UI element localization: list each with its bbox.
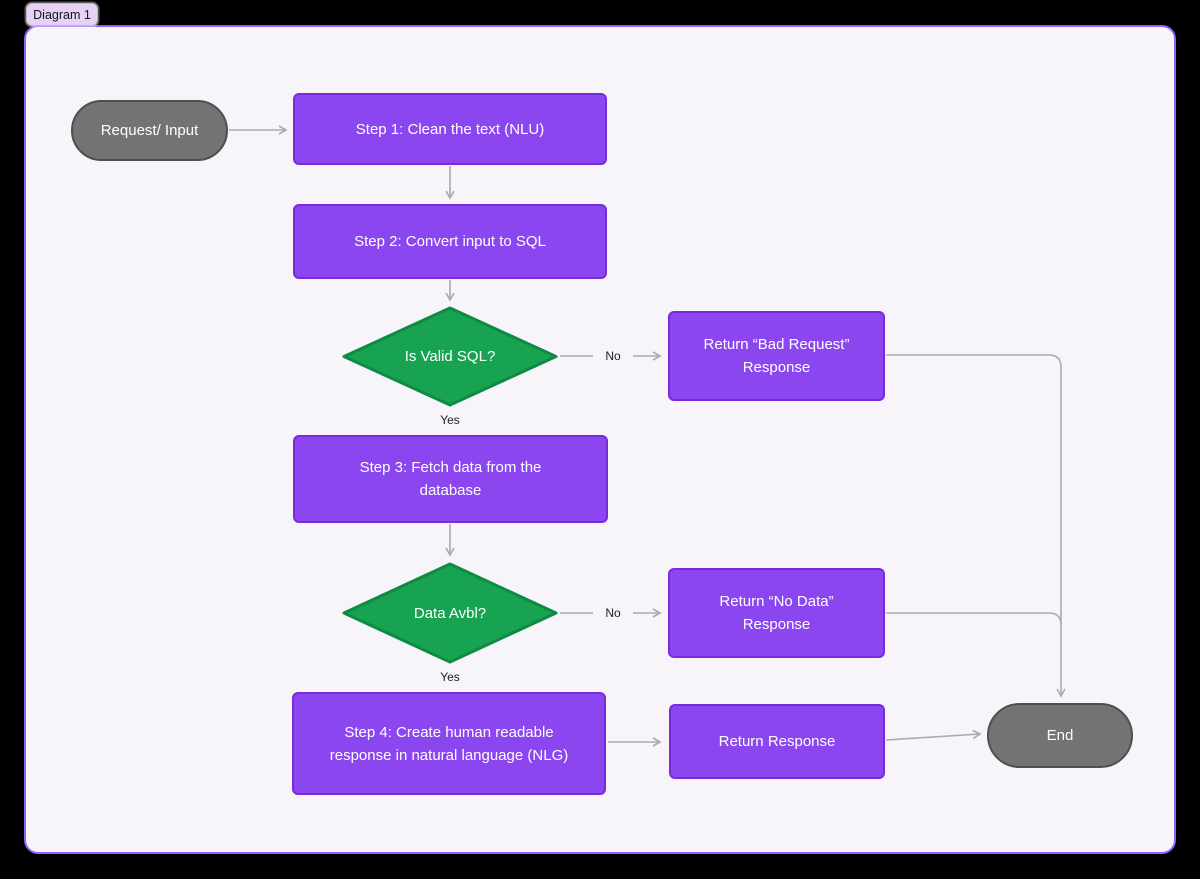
node-request-input[interactable]: Request/ Input: [71, 100, 228, 161]
edge-label-dataavbl-no: No: [593, 604, 633, 622]
node-return-response-label: Return Response: [718, 733, 836, 750]
node-step1[interactable]: Step 1: Clean the text (NLU): [293, 93, 607, 165]
diagram-tab[interactable]: Diagram 1: [26, 3, 98, 26]
node-data-avbl-label: Data Avbl?: [413, 604, 487, 622]
node-end-label: End: [1046, 727, 1074, 744]
edge-badrequest-end: [886, 354, 1066, 698]
node-request-input-label: Request/ Input: [100, 122, 199, 139]
decision-diamond-shape: [342, 306, 558, 407]
node-return-no-data[interactable]: Return “No Data” Response: [668, 568, 885, 658]
node-step2[interactable]: Step 2: Convert input to SQL: [293, 204, 607, 279]
node-return-bad-request-label: Return “Bad Request” Response: [703, 336, 850, 376]
node-step2-label: Step 2: Convert input to SQL: [354, 233, 546, 250]
node-is-valid-sql-label: Is Valid SQL?: [404, 348, 496, 365]
edge-nodata-end: [886, 612, 1062, 626]
edge-returnresponse-end: [885, 729, 982, 741]
edge-label-dataavbl-yes: Yes: [440, 670, 460, 684]
decision-diamond-shape: [342, 562, 558, 664]
edge-label-validsql-yes: Yes: [440, 413, 460, 427]
node-is-valid-sql[interactable]: Is Valid SQL?: [341, 306, 559, 407]
node-step4-label: Step 4: Create human readable response i…: [329, 723, 569, 764]
node-end[interactable]: End: [987, 703, 1133, 768]
node-return-bad-request[interactable]: Return “Bad Request” Response: [668, 311, 885, 401]
node-step3-label: Step 3: Fetch data from the database: [359, 459, 542, 499]
diagram-tab-label: Diagram 1: [33, 7, 91, 22]
node-step4[interactable]: Step 4: Create human readable response i…: [292, 692, 606, 795]
node-step1-label: Step 1: Clean the text (NLU): [355, 120, 545, 138]
node-return-response[interactable]: Return Response: [669, 704, 885, 779]
edge-label-validsql-no: No: [593, 347, 633, 365]
node-return-no-data-label: Return “No Data” Response: [719, 593, 834, 633]
node-step3[interactable]: Step 3: Fetch data from the database: [293, 435, 608, 523]
node-data-avbl[interactable]: Data Avbl?: [341, 562, 559, 664]
